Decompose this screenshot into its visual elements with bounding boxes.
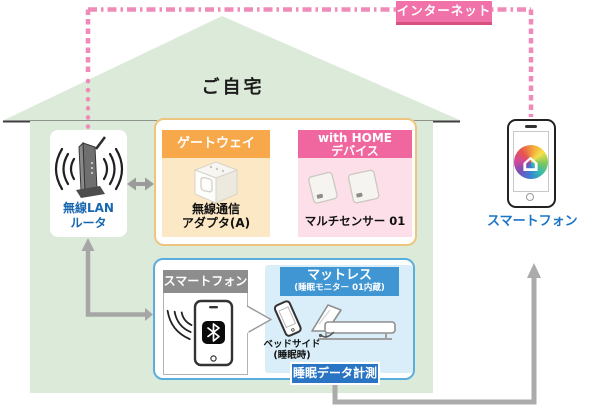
gateway-panel xyxy=(162,158,270,237)
house-icon: ⌂ xyxy=(521,149,540,177)
mattress-header-line1: マットレス xyxy=(306,268,372,283)
bedside-label-line2: (睡眠時) xyxy=(273,350,311,361)
outside-smartphone-label: スマートフォン xyxy=(487,214,578,229)
bt-smartphone-header: スマートフォン xyxy=(163,270,248,293)
router-icon xyxy=(54,136,124,198)
house-roof xyxy=(2,16,462,121)
sleep-data-badge: 睡眠データ計測 xyxy=(290,362,380,385)
gateway-device-line1: 無線通信 xyxy=(191,202,240,216)
bt-smartphone-panel xyxy=(163,293,248,375)
bluetooth-icon xyxy=(202,321,225,344)
phone-home-button xyxy=(526,193,534,201)
withhome-header: with HOME デバイス xyxy=(298,130,412,158)
gateway-device-line2: アダプタ(A) xyxy=(181,216,251,230)
multi-sensor-label: マルチセンサー 01 xyxy=(304,214,406,228)
sleep-data-arrow xyxy=(332,263,541,405)
router-box xyxy=(50,130,127,237)
wifi-waves-icon xyxy=(166,309,193,341)
router-label: 無線LAN ルータ xyxy=(50,201,127,231)
phone-screen: ⌂ xyxy=(512,131,549,192)
multi-sensor-icon xyxy=(308,169,380,204)
mattress-header: マットレス (睡眠モニター 01内蔵) xyxy=(280,267,399,296)
withhome-header-line2: デバイス xyxy=(331,144,379,158)
internet-badge: インターネット xyxy=(396,1,492,25)
outside-smartphone: ⌂ xyxy=(507,119,556,208)
internet-dotted-line xyxy=(85,7,534,132)
mattress-header-line2: (睡眠モニター 01内蔵) xyxy=(294,283,385,293)
router-label-line2: ルータ xyxy=(70,216,107,230)
withhome-panel xyxy=(298,158,412,237)
gateway-device-label: 無線通信 アダプタ(A) xyxy=(162,202,270,230)
callout-pointer xyxy=(246,305,272,334)
bluetooth-phone-icon xyxy=(166,299,234,367)
router-label-line1: 無線LAN xyxy=(63,201,114,215)
bedside-label: ベッドサイド (睡眠時) xyxy=(261,339,323,361)
router-smartphone-arrow xyxy=(81,238,153,321)
withhome-app-icon: ⌂ xyxy=(513,145,548,179)
withhome-header-line1: with HOME xyxy=(317,131,393,145)
gateway-adapter-icon xyxy=(193,161,239,204)
bedside-phone-icon xyxy=(273,300,302,337)
home-title: ご自宅 xyxy=(201,77,265,98)
mattress-icon xyxy=(311,304,396,340)
bedside-label-line1: ベッドサイド xyxy=(263,339,321,350)
router-gateway-arrow xyxy=(127,177,154,191)
phone-speaker xyxy=(525,125,537,128)
gateway-header: ゲートウェイ xyxy=(162,130,270,158)
